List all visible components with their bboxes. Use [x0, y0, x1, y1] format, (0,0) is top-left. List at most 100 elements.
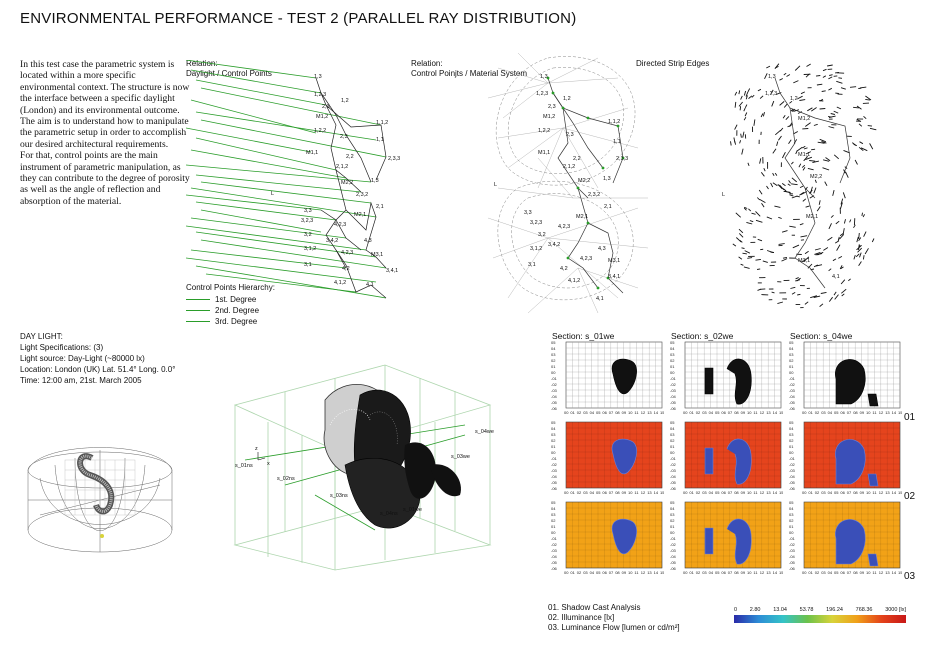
point-label: 2,1	[604, 204, 612, 210]
structure-section-cut	[704, 438, 752, 485]
x-tick-label: 01	[689, 410, 694, 415]
strip-edge-vector	[837, 236, 840, 241]
point-label: 3,4,2	[548, 242, 560, 248]
x-tick-label: 00	[683, 490, 688, 495]
y-tick-label: 02	[670, 358, 675, 363]
y-tick-label: -03	[670, 468, 677, 473]
y-tick-label: 01	[789, 524, 794, 529]
point-label: M3,1	[371, 252, 383, 258]
x-tick-label: 04	[709, 570, 714, 575]
strip-edge-vector	[861, 212, 863, 216]
intro-text: In this test case the parametric system …	[20, 59, 190, 207]
strip-edge-vector	[819, 138, 827, 143]
strip-edge-vector	[799, 223, 804, 226]
strip-edge-vector	[766, 216, 773, 220]
strip-edge-vector	[830, 113, 836, 115]
legend-line	[186, 299, 210, 300]
x-tick-label: 14	[654, 410, 659, 415]
strip-edge-vector	[803, 256, 810, 262]
strip-edge-vector	[828, 268, 832, 272]
point-label: M1,1	[306, 150, 318, 156]
strip-edge-vector	[733, 137, 736, 144]
y-tick-label: -05	[670, 480, 677, 485]
strip-edge-vector	[822, 75, 827, 78]
row-label-01: 01	[904, 412, 916, 423]
relation-2-label: Relation: Control Poinjts / Material Sys…	[411, 59, 527, 78]
x-tick-label: 15	[898, 410, 902, 415]
strip-edge-vector	[859, 141, 864, 145]
strip-edge-vector	[766, 185, 769, 190]
x-tick-label: 04	[709, 410, 714, 415]
y-tick-label: -02	[551, 462, 558, 467]
point-label: 4,1,2	[334, 280, 346, 286]
strip-edge-vector	[744, 104, 748, 109]
point-label: M2,1	[806, 214, 818, 220]
axis-gizmo	[257, 452, 266, 461]
point-label: 1,3	[768, 74, 776, 80]
strip-edge-vector	[777, 301, 784, 305]
y-tick-label: 02	[551, 438, 556, 443]
strip-edge-vector	[865, 95, 872, 101]
x-tick-label: 14	[892, 490, 897, 495]
strip-edge-vector	[751, 94, 755, 98]
x-tick-label: 08	[853, 490, 858, 495]
x-tick-label: 14	[773, 410, 778, 415]
strip-edge-vector	[813, 187, 817, 194]
strip-edge-vector	[827, 64, 833, 67]
strip-edge-vector	[759, 95, 764, 99]
axis-label: x	[267, 461, 270, 467]
strip-edge-vector	[744, 112, 748, 117]
point-label: 4,2	[342, 266, 350, 272]
y-tick-label: -02	[551, 382, 558, 387]
structure-mesh	[323, 384, 461, 529]
strip-edge-vector	[766, 65, 771, 69]
point-label: 1,1	[613, 139, 621, 145]
strip-edge-vector	[761, 202, 765, 208]
strip-edge-vector	[802, 166, 806, 171]
strip-edge-vector	[807, 107, 813, 112]
strip-edge-vector	[828, 296, 833, 302]
strip-edge-vector	[833, 291, 837, 296]
strip-edge-vector	[869, 143, 874, 150]
x-tick-label: 06	[840, 410, 845, 415]
y-tick-label: 00	[670, 530, 675, 535]
strip-edge-vector	[856, 105, 862, 110]
x-tick-label: 02	[815, 410, 820, 415]
strip-edge-vector	[807, 167, 814, 171]
x-tick-label: 15	[898, 570, 902, 575]
strip-edge-vector	[863, 115, 867, 120]
daylight-control-points-diagram: 1,3 1,2,3 1,2 2,3 M1,2 1,1,2 1,2,2 2,3 1…	[186, 60, 400, 299]
x-tick-label: 09	[622, 490, 627, 495]
x-tick-label: 15	[898, 490, 902, 495]
strip-edge-vector	[833, 154, 839, 160]
strip-edge-vector	[858, 237, 862, 242]
x-tick-label: 09	[860, 490, 865, 495]
y-tick-label: 02	[789, 438, 794, 443]
strip-edge-vector	[807, 263, 813, 269]
material-point-labels: 1,3 1,2,3 1,2 2,3 M1,2 1,1,2 1,2,2 2,3 1…	[494, 74, 628, 302]
y-tick-label: -06	[670, 486, 677, 491]
y-tick-label: 05	[789, 500, 794, 505]
strip-edge-vector	[813, 295, 821, 298]
strip-edge-vector	[790, 161, 794, 165]
strip-edge-vector	[781, 230, 788, 233]
strip-edge-vector	[797, 95, 803, 100]
strip-edge-vector	[817, 251, 824, 256]
x-tick-label: 02	[577, 570, 582, 575]
point-label: 2,3	[340, 134, 348, 140]
strip-edge-vector	[778, 216, 782, 219]
strip-edge-vector	[843, 149, 850, 154]
strip-edge-vector	[863, 231, 867, 237]
strip-edge-vector	[788, 180, 791, 184]
strip-edge-vector	[794, 65, 801, 71]
x-tick-label: 01	[570, 490, 575, 495]
strip-edge-vector	[778, 135, 782, 141]
strip-edge-vector	[811, 148, 816, 151]
x-tick-label: 09	[622, 570, 627, 575]
daylight-specs: DAY LIGHT: Light Specifications: (3) Lig…	[20, 331, 175, 386]
strip-edge-vector	[822, 159, 830, 162]
strip-edge-vector	[799, 99, 806, 101]
y-tick-label: -01	[670, 376, 677, 381]
strip-edge-vector	[762, 260, 768, 263]
